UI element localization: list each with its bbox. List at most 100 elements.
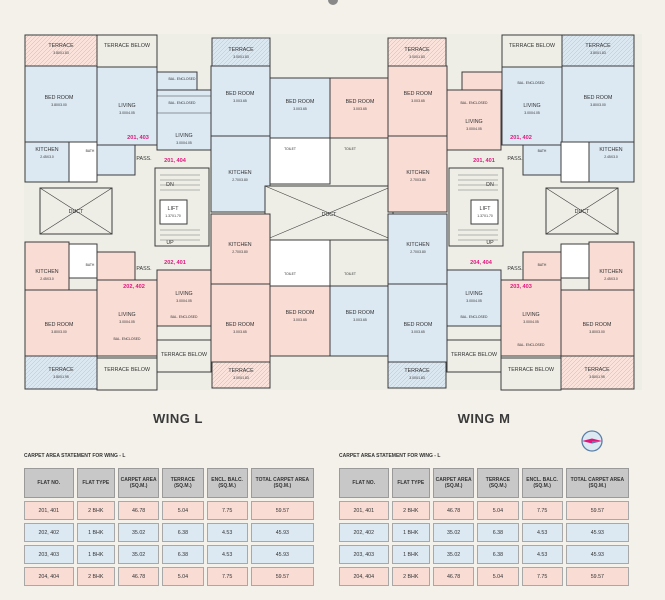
- balcony-label: BAL. ENCLOSED: [171, 315, 198, 319]
- column-header: CARPET AREA (SQ.M.): [118, 468, 160, 498]
- room-size: 3.0X3.65: [233, 330, 247, 334]
- room-label: BED ROOM: [346, 310, 375, 316]
- room-label: TERRACE: [228, 368, 254, 374]
- table-cell: 46.78: [118, 501, 160, 520]
- table-cell: 35.02: [433, 545, 475, 564]
- table-cell: 46.78: [433, 567, 475, 586]
- table-cell: 7.75: [521, 567, 563, 586]
- table-cell: 203, 403: [24, 545, 74, 564]
- room-label: TERRACE: [584, 367, 610, 373]
- room-label: LIFT: [168, 206, 180, 212]
- table-cell: 59.57: [565, 501, 629, 520]
- table-cell: 4.53: [521, 523, 563, 542]
- column-header: ENCL. BALC. (SQ.M.): [521, 468, 563, 498]
- balcony-label: BAL. ENCLOSED: [461, 101, 488, 105]
- room-size: 3.00X4.05: [176, 299, 192, 303]
- room-label: BED ROOM: [286, 310, 315, 316]
- room-size: 3.00X4.05: [466, 127, 482, 131]
- room-label: KITCHEN: [599, 147, 622, 153]
- balcony-label: BAL. ENCLOSED: [461, 315, 488, 319]
- room-label: LIVING: [175, 291, 192, 297]
- table-cell: 204, 404: [24, 567, 74, 586]
- table-cell: 1 BHK: [391, 523, 430, 542]
- pass-label: PASS.: [136, 266, 151, 272]
- balcony-label: BAL. ENCLOSED: [114, 337, 141, 341]
- column-header: FLAT TYPE: [391, 468, 430, 498]
- room-size: 3.80X1.83: [590, 51, 606, 55]
- pass-label: PASS.: [136, 156, 151, 162]
- room-label: TERRACE: [585, 43, 611, 49]
- room-size: 3.0X3.65: [293, 318, 307, 322]
- room-label: KITCHEN: [599, 269, 622, 275]
- table-cell: 46.78: [433, 501, 475, 520]
- room-label: LIFT: [480, 206, 492, 212]
- pass-label: PASS.: [507, 266, 522, 272]
- room-size: 3.80X3.00: [590, 103, 606, 107]
- room-label: BED ROOM: [346, 99, 375, 105]
- room-size: 2.45X3.0: [40, 155, 54, 159]
- table-cell: 4.53: [206, 545, 248, 564]
- table-title: CARPET AREA STATEMENT FOR WING - L: [24, 453, 126, 459]
- table-cell: 202, 402: [339, 523, 389, 542]
- balcony-label: BAL. ENCLOSED: [169, 101, 196, 105]
- flat-number-label: 201, 403: [127, 135, 149, 141]
- room-size: 3.00X1.83: [409, 55, 425, 59]
- table-cell: 6.38: [477, 523, 519, 542]
- room-label: TERRACE BELOW: [161, 352, 207, 358]
- flat-number-label: 201, 402: [510, 135, 532, 141]
- table-cell: 59.57: [250, 567, 314, 586]
- table-cell: 1 BHK: [391, 545, 430, 564]
- north-marker-icon: [328, 0, 338, 5]
- room-label: TERRACE: [48, 43, 74, 49]
- room-size: 1.37X1.70: [165, 214, 181, 218]
- duct-label: DUCT: [322, 212, 337, 218]
- bath-label: BATH: [538, 149, 547, 153]
- room-size: 2.70X3.80: [410, 178, 426, 182]
- flat-number-label: 201, 401: [473, 158, 495, 164]
- stair-up-label: UP: [166, 240, 174, 246]
- wing-l-title: WING L: [153, 411, 203, 426]
- stair-dn-label: DN: [166, 182, 174, 188]
- room-label: TERRACE: [228, 47, 254, 53]
- room-size: 3.00X4.05: [466, 299, 482, 303]
- table-cell: 35.02: [118, 545, 160, 564]
- column-header: TOTAL CARPET AREA (SQ.M.): [250, 468, 314, 498]
- flat-number-label: 201, 404: [164, 158, 187, 164]
- room-size: 3.80X1.95: [53, 375, 69, 379]
- column-header: TOTAL CARPET AREA (SQ.M.): [565, 468, 629, 498]
- carpet-area-table-wing-m: CARPET AREA STATEMENT FOR WING - L FLAT …: [339, 453, 635, 589]
- column-header: TERRACE (SQ.M.): [162, 468, 204, 498]
- room-label: LIVING: [523, 103, 540, 109]
- room-label: BED ROOM: [404, 91, 433, 97]
- wing-m-title: WING M: [457, 411, 511, 426]
- bath-label: BATH: [86, 149, 95, 153]
- room-size: 3.80X1.83: [53, 51, 69, 55]
- room-label: BED ROOM: [226, 322, 255, 328]
- table-cell: 1 BHK: [76, 523, 115, 542]
- table-cell: 6.38: [162, 523, 204, 542]
- room-label: KITCHEN: [406, 242, 429, 248]
- room-size: 2.45X3.0: [604, 277, 618, 281]
- table-cell: 45.93: [250, 523, 314, 542]
- table-cell: 6.38: [162, 545, 204, 564]
- room-size: 3.00X1.83: [233, 55, 249, 59]
- balcony-label: BAL. ENCLOSED: [518, 81, 545, 85]
- duct-label: DUCT: [69, 209, 84, 215]
- room-label: TERRACE BELOW: [509, 43, 555, 49]
- room-size: 2.70X3.80: [232, 250, 248, 254]
- room-label: BED ROOM: [45, 322, 74, 328]
- flat-number-label: 202, 401: [164, 260, 186, 266]
- room-label: KITCHEN: [35, 269, 58, 275]
- balcony-label: BAL. ENCLOSED: [169, 77, 196, 81]
- room-size: 2.70X3.80: [232, 178, 248, 182]
- flat-number-label: 202, 402: [123, 284, 145, 290]
- room-label: TERRACE: [404, 47, 430, 53]
- data-table: FLAT NO. FLAT TYPE CARPET AREA (SQ.M.) T…: [21, 465, 317, 589]
- room-label: LIVING: [175, 133, 192, 139]
- table-title: CARPET AREA STATEMENT FOR WING - L: [339, 453, 441, 459]
